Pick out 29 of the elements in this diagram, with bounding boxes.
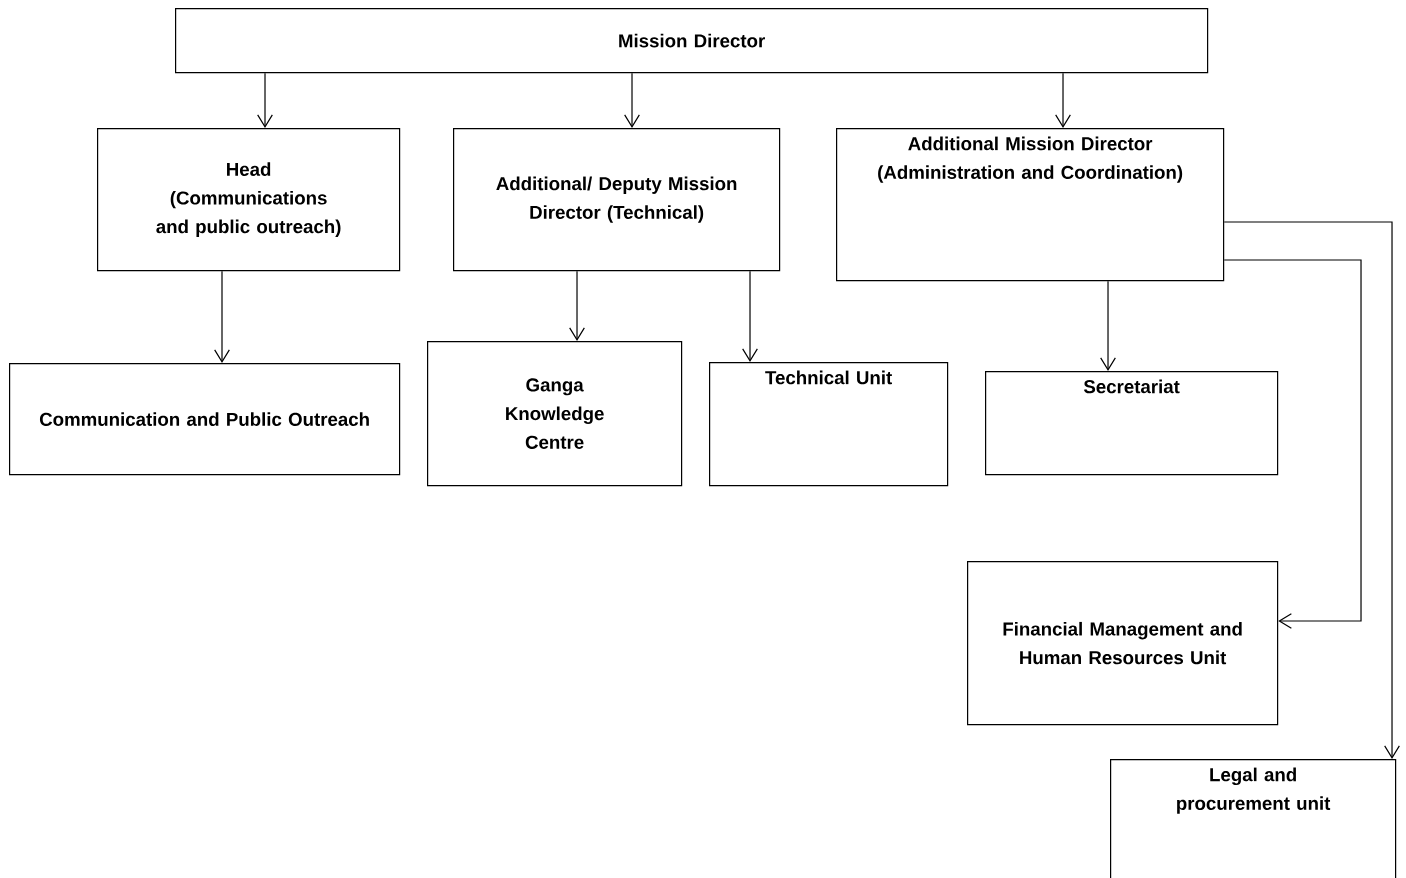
arrow <box>214 270 230 363</box>
arrow <box>742 270 758 362</box>
org-box <box>427 341 683 487</box>
arrow <box>1100 280 1116 371</box>
org-box <box>1110 759 1397 878</box>
org-box <box>453 128 781 272</box>
box-label: Additional/ Deputy Mission Director (Technical) <box>496 176 737 223</box>
arrow <box>624 72 640 128</box>
box-label: Ganga Knowledge Centre <box>506 378 604 449</box>
org-box <box>985 371 1279 476</box>
box-label: Communication and Public Outreach <box>39 412 369 426</box>
arrow <box>1223 221 1400 759</box>
box-label: Legal and procurement unit <box>1177 767 1331 814</box>
arrow <box>257 72 273 128</box>
box-label: Mission Director <box>619 33 765 48</box>
org-box <box>836 128 1225 282</box>
arrow <box>1223 259 1362 629</box>
box-label: Technical Unit <box>765 370 892 385</box>
arrow <box>1055 72 1071 128</box>
org-box <box>97 128 401 272</box>
box-label: Head (Communications and public outreach) <box>156 162 341 237</box>
box-label: Additional Mission Director (Administration and Coordination) <box>878 136 1183 183</box>
box-label: Secretariat <box>1083 379 1180 394</box>
box-label: Financial Management and Human Resources Unit <box>1003 621 1242 665</box>
org-box <box>175 8 1209 74</box>
org-box <box>709 362 949 487</box>
org-box <box>967 561 1279 726</box>
arrow <box>569 270 585 341</box>
org-box <box>9 363 401 476</box>
